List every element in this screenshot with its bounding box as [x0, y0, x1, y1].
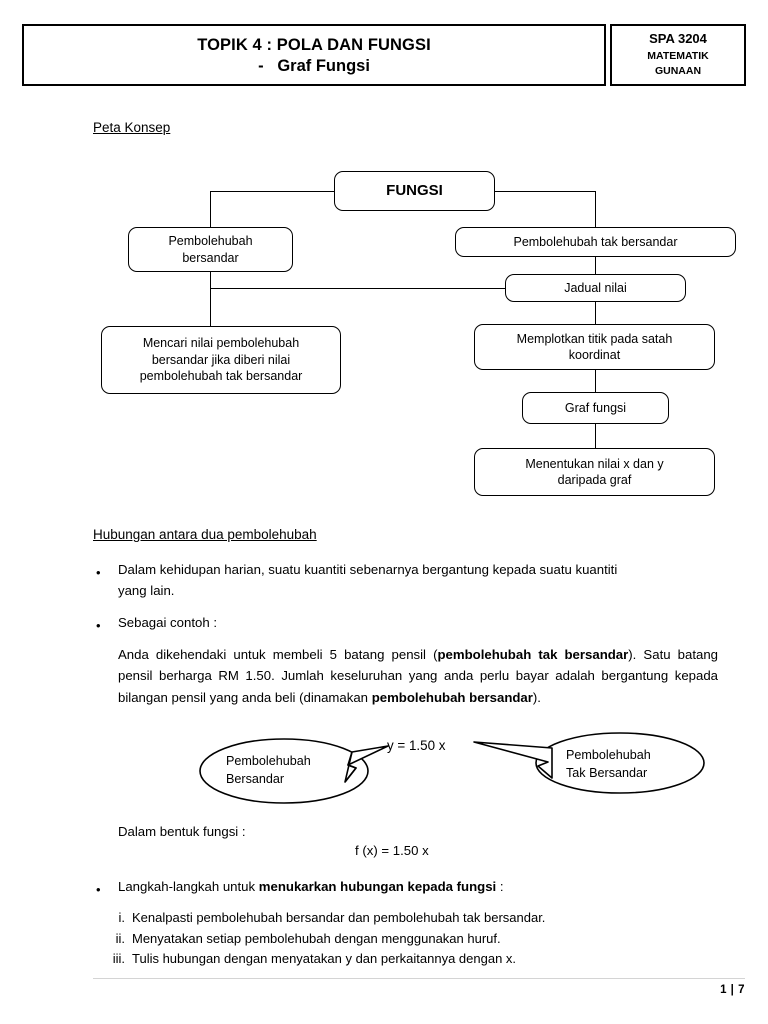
bullet-item-1: Dalam kehidupan harian, suatu kuantiti s…	[118, 559, 718, 602]
steps-list: i. Kenalpasti pembolehubah bersandar dan…	[110, 908, 546, 970]
callout-label-right: Pembolehubah Tak Bersandar	[566, 746, 651, 783]
course-subject-line1: MATEMATIK	[647, 49, 709, 62]
list-item: i. Kenalpasti pembolehubah bersandar dan…	[110, 908, 546, 929]
page-number: 1 | 7	[720, 984, 745, 996]
header-title-box: TOPIK 4 : POLA DAN FUNGSI - Graf Fungsi	[22, 24, 606, 86]
para-part-2: ). Satu batang pensil berharga RM 1.50. …	[118, 647, 718, 705]
dalam-bentuk-fungsi-label: Dalam bentuk fungsi :	[118, 824, 246, 839]
callout-oval-right	[535, 732, 705, 794]
callout-right-line1: Pembolehubah	[566, 748, 651, 762]
callout-oval-left	[199, 738, 369, 804]
step-marker: ii.	[115, 930, 125, 946]
bullet-3-bold: menukarkan hubungan kepada fungsi	[258, 879, 497, 894]
callout-left-line2: Bersandar	[226, 772, 285, 787]
course-code: SPA 3204	[649, 30, 707, 46]
relation-equation: y = 1.50 x	[387, 738, 446, 753]
bullet-glyph-3: •	[96, 882, 101, 897]
para-bold-tak-bersandar: pembolehubah tak bersandar	[437, 647, 629, 662]
step-marker: i.	[118, 910, 126, 925]
para-part-3: ).	[532, 689, 541, 705]
bullet-glyph-1: •	[96, 565, 101, 580]
bullet-1-line2: yang lain.	[118, 583, 175, 599]
step-text: Kenalpasti pembolehubah bersandar dan pe…	[132, 910, 546, 925]
peta-konsep-heading: Peta Konsep	[93, 120, 171, 135]
callout-label-left: Pembolehubah Bersandar	[226, 752, 311, 789]
bullet-3-part2: :	[496, 879, 504, 894]
para-bold-bersandar: pembolehubah bersandar	[371, 689, 533, 705]
callout-left-line1: Pembolehubah	[226, 754, 311, 768]
para-part-1: Anda dikehendaki untuk membeli 5 batang …	[118, 647, 438, 662]
course-subject-line2: GUNAAN	[654, 65, 702, 78]
bullet-3-part1: Langkah-langkah untuk	[118, 879, 259, 894]
step-marker: iii.	[112, 951, 125, 967]
topic-title-line1: TOPIK 4 : POLA DAN FUNGSI	[197, 35, 431, 54]
list-item: ii. Menyatakan setiap pembolehubah denga…	[110, 929, 545, 950]
bullet-glyph-2: •	[96, 618, 101, 633]
topic-title-line2: - Graf Fungsi	[258, 57, 370, 76]
step-text: Tulis hubungan dengan menyatakan y dan p…	[132, 951, 517, 967]
callout-tail-right	[473, 741, 553, 779]
step-text: Menyatakan setiap pembolehubah dengan me…	[132, 930, 501, 946]
callout-tail-left-outline	[344, 751, 357, 783]
callout-right-line2: Tak Bersandar	[566, 766, 648, 781]
bullet-item-2: Sebagai contoh :	[118, 615, 217, 630]
list-item: iii. Tulis hubungan dengan menyatakan y …	[110, 949, 545, 970]
example-paragraph: Anda dikehendaki untuk membeli 5 batang …	[118, 644, 718, 708]
function-equation: f (x) = 1.50 x	[355, 843, 429, 858]
header-code-box: SPA 3204 MATEMATIK GUNAAN	[610, 24, 746, 86]
hubungan-heading: Hubungan antara dua pembolehubah	[93, 527, 317, 542]
document-header: TOPIK 4 : POLA DAN FUNGSI - Graf Fungsi …	[22, 24, 746, 86]
bullet-item-3: Langkah-langkah untuk menukarkan hubunga…	[118, 876, 718, 897]
bullet-1-line1: Dalam kehidupan harian, suatu kuantiti s…	[118, 562, 618, 577]
footer-divider	[93, 978, 745, 979]
